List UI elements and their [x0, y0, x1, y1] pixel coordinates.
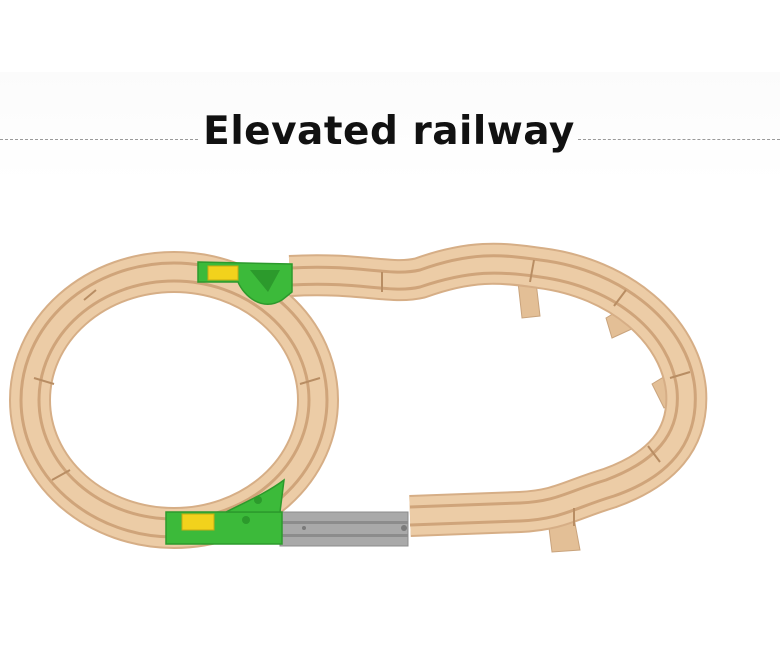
green-switch-bottom — [165, 478, 285, 545]
title-divider-right — [578, 139, 780, 140]
gray-straight-track — [279, 511, 409, 547]
header-band — [0, 72, 780, 182]
page-title: Elevated railway — [203, 109, 575, 154]
title-divider-left — [0, 139, 198, 140]
elevated-track — [288, 242, 708, 537]
track-joints — [33, 259, 691, 526]
switch-lever — [207, 265, 239, 281]
gray-track-piece — [279, 511, 409, 547]
green-switch-top — [197, 261, 293, 305]
switch-lever — [181, 513, 215, 531]
